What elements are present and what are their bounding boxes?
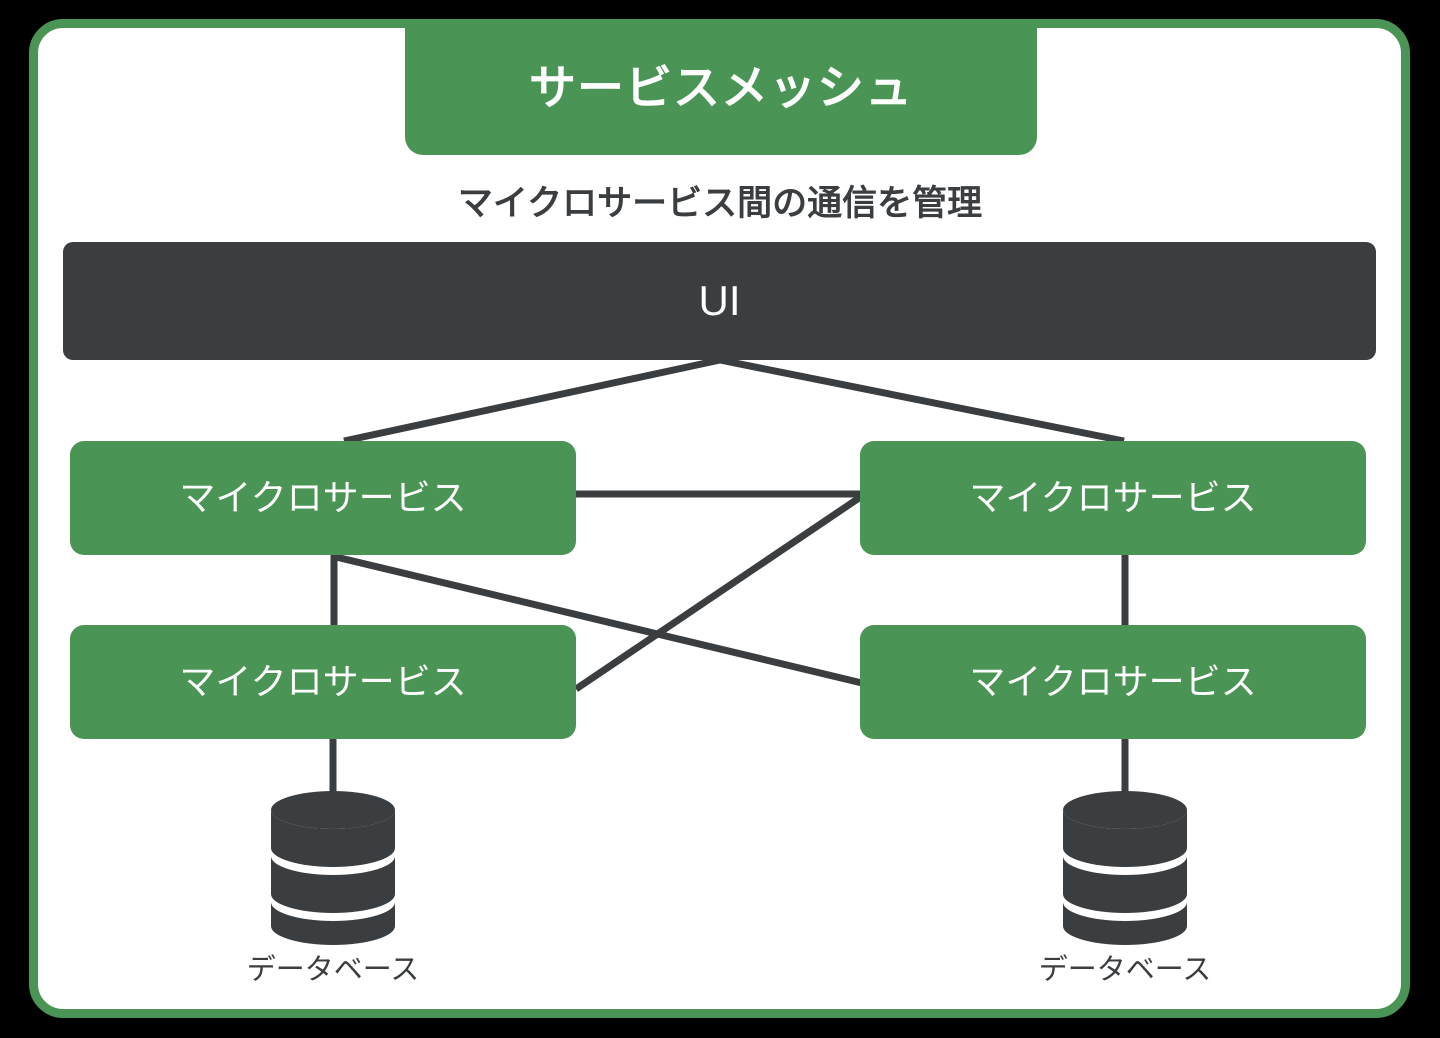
edge-ui-to-ms-top-left <box>343 356 721 445</box>
edge-ms-bottom-left-to-ms-top-right <box>574 493 864 692</box>
node-label: マイクロサービス <box>179 661 467 702</box>
node-microservice-top-right[interactable]: マイクロサービス <box>860 441 1366 555</box>
node-label: マイクロサービス <box>179 477 467 518</box>
edge-ms-top-left-to-ms-bottom-right <box>335 553 863 687</box>
node-microservice-bottom-left[interactable]: マイクロサービス <box>70 625 576 739</box>
title-banner: サービスメッシュ <box>405 19 1037 155</box>
subtitle: マイクロサービス間の通信を管理 <box>457 184 983 223</box>
node-microservice-top-left[interactable]: マイクロサービス <box>70 441 576 555</box>
database-cylinder-icon <box>1063 791 1187 945</box>
page-title: サービスメッシュ <box>529 60 913 114</box>
node-label: マイクロサービス <box>969 661 1257 702</box>
database-label: データベース <box>246 954 420 986</box>
database-label: データベース <box>1038 954 1212 986</box>
node-label: マイクロサービス <box>969 477 1257 518</box>
ui-bar[interactable]: UI <box>63 242 1376 360</box>
node-database-left[interactable]: データベース <box>213 790 453 988</box>
node-database-right[interactable]: データベース <box>1005 790 1245 988</box>
ui-bar-label: UI <box>698 277 741 324</box>
node-microservice-bottom-right[interactable]: マイクロサービス <box>860 625 1366 739</box>
database-cylinder-icon <box>271 791 395 945</box>
edge-ui-to-ms-top-right <box>719 356 1125 445</box>
